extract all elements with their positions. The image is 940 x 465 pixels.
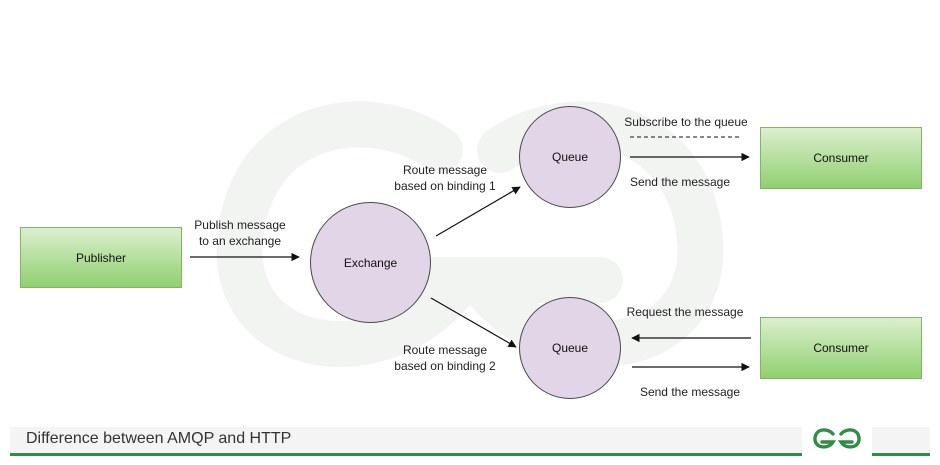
consumer-top-label: Consumer	[813, 151, 869, 165]
route-1-arrow	[435, 186, 521, 237]
footer-bar: Difference between AMQP and HTTP	[10, 423, 930, 457]
publisher-label: Publisher	[75, 250, 127, 265]
route-2-arrow	[430, 297, 517, 348]
gfg-logo-icon	[813, 428, 861, 449]
footer-title: Difference between AMQP and HTTP	[26, 430, 292, 447]
exchange-label: Exchange	[343, 255, 398, 270]
publisher-node: Publisher	[20, 227, 182, 288]
exchange-node: Exchange	[310, 202, 431, 323]
consumer-node-top: Consumer	[760, 127, 922, 189]
queue-node-top: Queue	[519, 106, 621, 208]
send-bottom-edge-label: Send the message	[639, 385, 741, 399]
publish-edge-label: Publish message to an exchange	[194, 218, 286, 248]
consumer-bottom-label: Consumer	[813, 341, 869, 355]
queue-node-bottom: Queue	[519, 297, 621, 399]
route-2-edge-label: Route message based on binding 2	[394, 343, 496, 373]
route-1-edge-label: Route message based on binding 1	[394, 163, 496, 193]
consumer-node-bottom: Consumer	[760, 317, 922, 379]
send-top-edge-label: Send the message	[629, 175, 731, 189]
subscribe-edge-label: Subscribe to the queue	[624, 115, 748, 129]
queue-top-label: Queue	[551, 150, 589, 164]
queue-bottom-label: Queue	[551, 341, 589, 355]
gfg-logo	[802, 423, 872, 457]
request-edge-label: Request the message	[626, 305, 744, 319]
